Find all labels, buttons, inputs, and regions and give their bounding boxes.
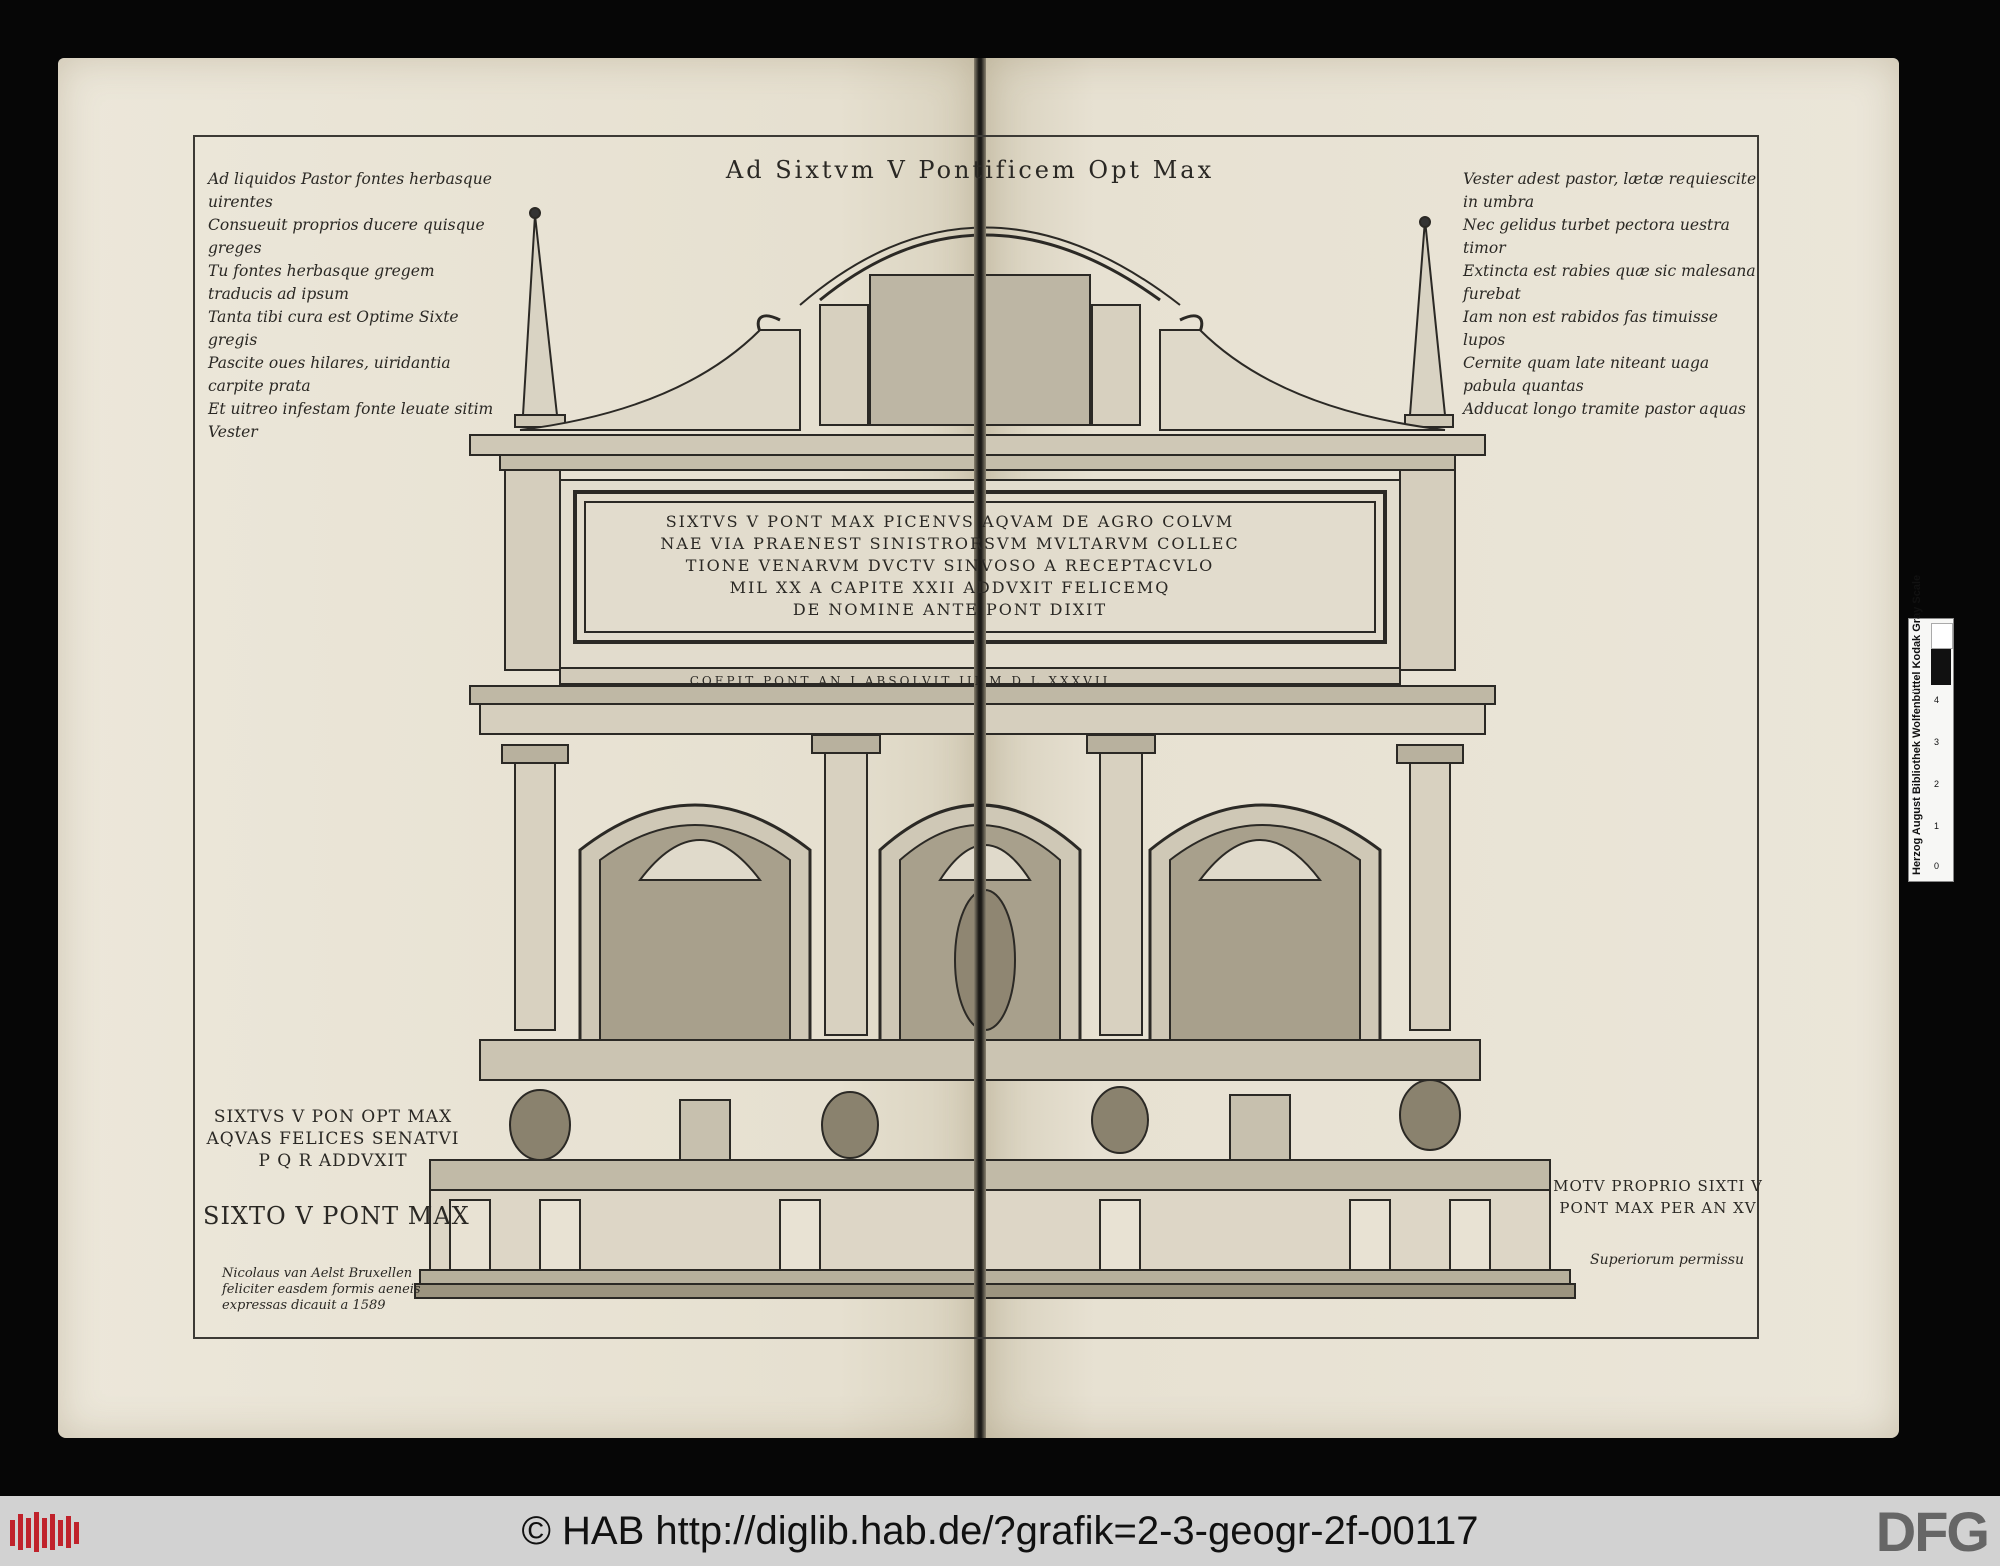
permission-note: Superiorum permissu	[1590, 1252, 1744, 1268]
attic-inscription: SIXTVS V PONT MAX PICENVS AQVAM DE AGRO …	[660, 512, 1240, 619]
right-caption: MOTV PROPRIO SIXTI V PONT MAX PER AN XV	[1553, 1177, 1763, 1217]
scale-tick: 4	[1934, 695, 1940, 705]
scale-tick: 2	[1934, 779, 1940, 789]
scale-tick: 0	[1934, 861, 1940, 871]
dfg-logo: DFG	[1875, 1500, 1990, 1563]
black-swatch	[1931, 649, 1951, 685]
gray-scale-label: Gray Scale	[1911, 574, 1923, 632]
left-dedication: SIXTVS V PON OPT MAX AQVAS FELICES SENAT…	[206, 1107, 460, 1171]
library-name: Herzog August Bibliothek Wolfenbüttel	[1911, 671, 1923, 876]
printer-imprint: Nicolaus van Aelst Bruxellen feliciter e…	[222, 1266, 421, 1313]
copyright-url[interactable]: © HAB http://diglib.hab.de/?grafik=2-3-g…	[521, 1509, 1479, 1553]
white-swatch	[1931, 623, 1953, 649]
date-line: COEPIT PONT AN I ABSOLVIT III M D L XXXV…	[689, 674, 1111, 688]
scale-tick: 1	[1934, 821, 1940, 831]
kodak-brand: Kodak	[1911, 634, 1923, 669]
scale-tick: 3	[1934, 737, 1940, 747]
footer-bar: © HAB http://diglib.hab.de/?grafik=2-3-g…	[0, 1496, 2000, 1566]
image-viewer: Ad Sixtvm V Pontificem Opt Max Ad liquid…	[58, 58, 1954, 1438]
book-gutter	[974, 58, 986, 1438]
color-scale-label: Herzog August Bibliothek Wolfenbüttel Ko…	[1911, 575, 1929, 876]
hab-logo-icon	[10, 1512, 79, 1552]
left-big-caption: SIXTO V PONT MAX	[203, 1202, 470, 1230]
poem-right: Vester adest pastor, lætæ requiescite in…	[1463, 170, 1757, 418]
plate-title: Ad Sixtvm V Pontificem Opt Max	[725, 156, 1215, 184]
scale-ticks: 4 3 2 1 0	[1931, 695, 1951, 875]
poem-left: Ad liquidos Pastor fontes herbasque uire…	[208, 170, 494, 441]
fountain-engraving	[414, 207, 1576, 1299]
plate-border	[193, 135, 1759, 1339]
color-scale-card: Herzog August Bibliothek Wolfenbüttel Ko…	[1908, 575, 1954, 882]
